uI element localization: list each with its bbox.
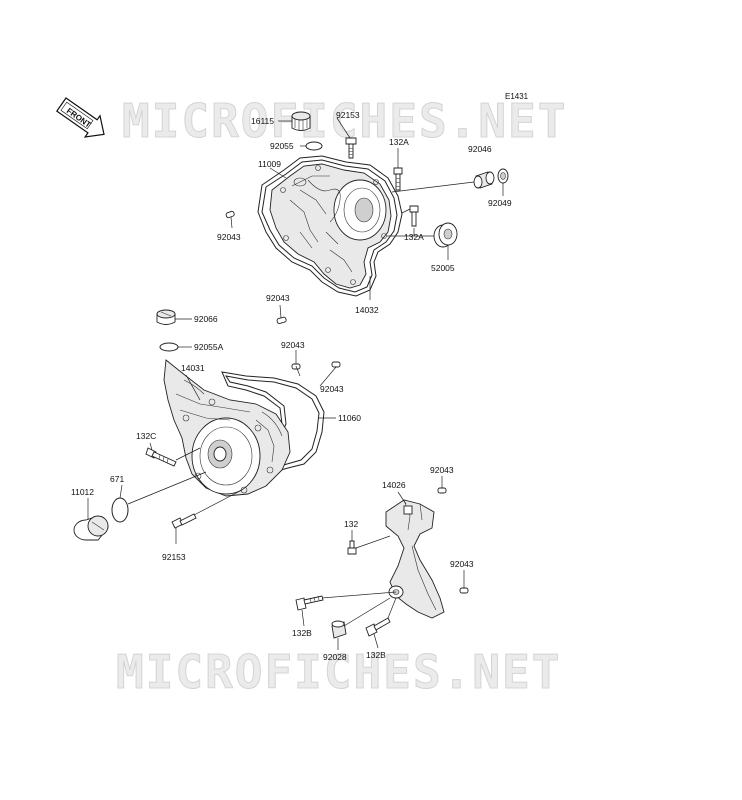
bolt-132b-right (365, 617, 391, 637)
label-14026: 14026 (382, 480, 406, 490)
bolt-132c (145, 447, 177, 467)
part-labels: 16115 92153 92055 11009 132A 92046 92049… (71, 110, 512, 662)
dowel-pin-92043-f (459, 587, 469, 594)
label-132b-right: 132B (366, 650, 386, 660)
oil-seal-52005 (433, 222, 458, 248)
label-11012: 11012 (71, 487, 94, 497)
label-16115: 16115 (251, 116, 274, 126)
dowel-pin-92043-b (276, 316, 287, 324)
clutch-cover-14032 (257, 155, 403, 297)
dowel-pin-92043-a (225, 210, 235, 219)
label-671: 671 (110, 474, 124, 484)
label-132: 132 (344, 519, 358, 529)
label-11060: 11060 (338, 413, 361, 423)
label-132c: 132C (136, 431, 156, 441)
watermark-top: MICROFICHES.NET (122, 94, 567, 148)
label-14031: 14031 (181, 363, 205, 373)
label-92043-c: 92043 (281, 340, 305, 350)
diagram-code: E1431 (505, 92, 529, 101)
o-ring-671 (111, 497, 129, 523)
cap-92066 (156, 309, 176, 325)
oil-filler-cap-16115 (291, 111, 311, 131)
bolt-92153-bottom (171, 513, 197, 529)
front-arrow-icon: FRONT (55, 97, 105, 138)
bracket-14026 (385, 499, 445, 619)
bolt-132a-top (393, 167, 403, 191)
label-11009: 11009 (258, 159, 281, 169)
label-92153-top: 92153 (336, 110, 360, 120)
leader-lines (87, 117, 504, 650)
bushing-92046 (473, 171, 495, 189)
watermark-bottom: MICROFICHES.NET (116, 645, 561, 699)
label-52005: 52005 (431, 263, 455, 273)
washer-92049 (497, 168, 509, 184)
label-92046: 92046 (468, 144, 492, 154)
label-92043-e: 92043 (430, 465, 454, 475)
label-14032: 14032 (355, 305, 379, 315)
plug-11012 (73, 515, 109, 541)
label-92055: 92055 (270, 141, 294, 151)
label-132a-top: 132A (389, 137, 409, 147)
gasket-11009 (257, 155, 403, 297)
label-92043-f: 92043 (450, 559, 474, 569)
dowel-pin-92043-e (437, 487, 447, 494)
bolt-132b-left (295, 595, 324, 611)
dowel-pin-92043-d (331, 361, 341, 368)
o-ring-92055a (159, 342, 179, 352)
label-92043-d: 92043 (320, 384, 344, 394)
label-92028: 92028 (323, 652, 347, 662)
label-92153-bottom: 92153 (162, 552, 186, 562)
label-92055a: 92055A (194, 342, 224, 352)
label-132b-left: 132B (292, 628, 312, 638)
label-92043-a: 92043 (217, 232, 241, 242)
bolt-132 (347, 540, 357, 555)
label-132a-mid: 132A (404, 232, 424, 242)
bolt-132a-mid (409, 205, 419, 227)
bolt-92153-top (345, 137, 357, 159)
label-92049: 92049 (488, 198, 512, 208)
label-92043-b: 92043 (266, 293, 290, 303)
collar-92028 (331, 620, 347, 639)
generator-cover-14031 (163, 359, 291, 497)
label-92066: 92066 (194, 314, 218, 324)
